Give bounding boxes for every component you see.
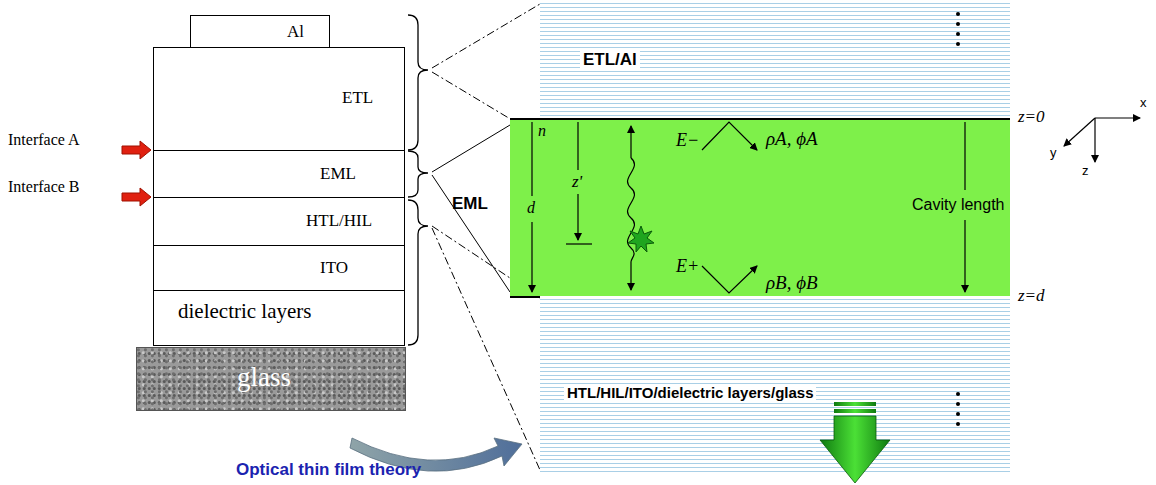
layer-name: EML (320, 164, 356, 184)
drawing-path (630, 262, 631, 290)
layer-name: glass (237, 362, 291, 393)
layer-name: dielectric layers (178, 299, 312, 323)
drawing-rect (834, 409, 876, 413)
layer-box: EML (153, 150, 405, 198)
drawing-path (432, 125, 510, 172)
field-symbol: E+ (676, 256, 699, 277)
drawing-circle (956, 12, 960, 16)
axis-label: z (1082, 164, 1089, 179)
drawing-path (628, 158, 635, 262)
layer-box: dielectric layers (153, 290, 405, 346)
reflection-symbol: ρA, ϕA (766, 128, 818, 150)
axis-label: x (1140, 96, 1147, 111)
brace (408, 15, 428, 345)
drawing-circle (956, 412, 960, 416)
drawing-circle (956, 22, 960, 26)
drawing-path (1094, 118, 1095, 162)
drawing-path (630, 126, 631, 158)
layer-name: ETL/Al (580, 50, 640, 70)
drawing-circle (956, 402, 960, 406)
symbol: d (527, 199, 535, 217)
arrow (532, 118, 1140, 293)
interface-label: Interface A (8, 131, 80, 149)
interface-arrow (122, 141, 151, 159)
drawing-path (964, 220, 965, 292)
drawing-path (702, 266, 757, 293)
drawing-path (408, 151, 428, 197)
layer-band: ETL/Al (540, 0, 1010, 120)
layer-box: Al (190, 15, 330, 48)
emitter-star (628, 226, 654, 252)
position-label: z=d (1018, 286, 1045, 306)
glass-substrate: glass (136, 347, 406, 411)
drawing-circle (956, 32, 960, 36)
drawing-circle (956, 392, 960, 396)
cavity-label: Cavity length (912, 196, 1005, 214)
drawing-path (1064, 118, 1095, 146)
drawing-circle (956, 42, 960, 46)
layer-box: ITO (153, 245, 405, 291)
drawing-path (566, 243, 592, 244)
drawing-polygon (820, 416, 890, 483)
axis-label: y (1050, 146, 1057, 161)
layer-name: ITO (320, 258, 348, 278)
interface-arrow (122, 188, 151, 206)
symbol: z' (572, 172, 582, 192)
drawing-path (408, 200, 428, 345)
ellipsis-dots (956, 12, 960, 426)
drawing-path (1095, 117, 1140, 118)
drawing-circle (956, 422, 960, 426)
reflection-symbol: ρB, ϕB (766, 272, 818, 294)
layer-box: HTL/HIL (153, 197, 405, 246)
layer-name: ETL (342, 88, 373, 108)
drawing-path (432, 175, 510, 292)
caption-label: Optical thin film theory (236, 460, 421, 480)
interface-label: Interface B (8, 178, 80, 196)
output-arrow (820, 402, 890, 483)
layer-name: HTL/HIL/ITO/dielectric layers/glass (564, 384, 816, 401)
layer-name: Al (287, 22, 304, 42)
layer-box: ETL (153, 47, 405, 151)
drawing-path (964, 122, 965, 190)
drawing-path (577, 122, 578, 170)
drawing-path (531, 122, 532, 196)
drawing-rect (834, 402, 876, 406)
layer-name: EML (452, 194, 488, 214)
drawing-path (577, 194, 578, 240)
drawing-path (408, 15, 428, 150)
drawing-path (702, 122, 757, 150)
position-label: z=0 (1018, 107, 1045, 127)
symbol: n (538, 122, 546, 140)
drawing-path (432, 4, 540, 68)
layer-name: HTL/HIL (306, 211, 372, 231)
layer-band: HTL/HIL/ITO/dielectric layers/glass (540, 296, 1010, 472)
drawing-path (531, 222, 532, 292)
drawing-path (432, 72, 512, 120)
field-symbol: E− (676, 130, 699, 151)
